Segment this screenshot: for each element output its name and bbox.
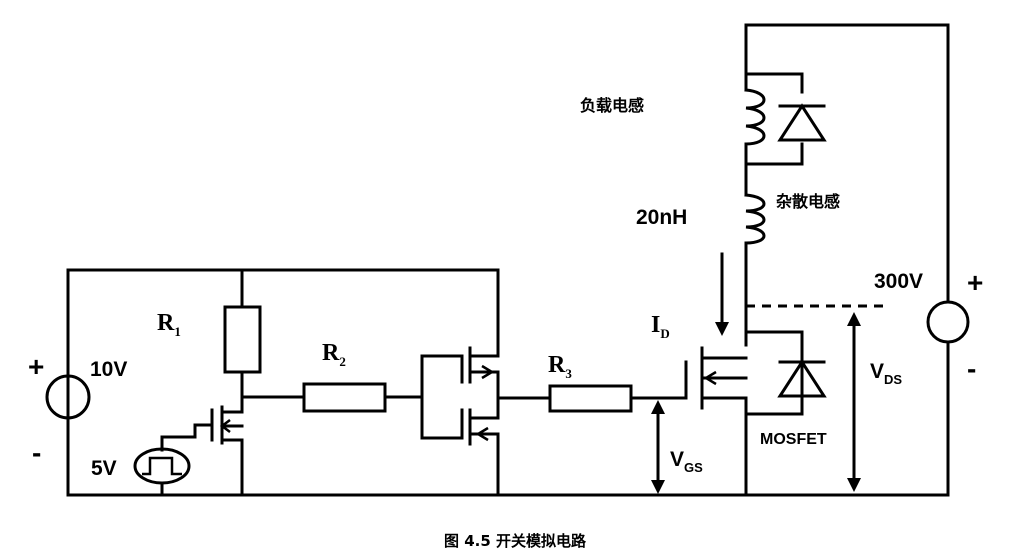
label-r2: R2	[322, 340, 346, 369]
label-stray-inductance: 杂散电感	[776, 192, 840, 211]
mosfet-small	[160, 395, 244, 497]
label-id: ID	[651, 312, 670, 341]
stray-inductor	[744, 193, 766, 252]
totem-pole-driver	[420, 346, 500, 497]
source-10v	[45, 358, 91, 442]
vgs-indicator	[651, 400, 665, 494]
label-mosfet: MOSFET	[760, 431, 827, 448]
label-300v: 300V	[874, 270, 923, 293]
vds-indicator	[746, 304, 886, 492]
body-diode	[777, 342, 827, 406]
pulse-source-5v	[133, 447, 191, 497]
label-5v: 5V	[91, 457, 117, 480]
wires	[66, 23, 950, 497]
label-vds: VDS	[870, 360, 902, 387]
label-r1: R1	[157, 310, 181, 339]
load-inductor	[744, 72, 827, 166]
id-arrow	[715, 252, 729, 336]
resistor-r1	[223, 268, 262, 399]
minus-10v: -	[32, 437, 41, 468]
resistor-r2	[302, 382, 424, 413]
main-mosfet	[700, 330, 804, 416]
plus-10v: +	[28, 351, 44, 382]
plus-300v: +	[967, 267, 983, 298]
label-20nh: 20nH	[636, 206, 687, 229]
figure-caption: 图 4.5 开关模拟电路	[444, 532, 587, 550]
label-r3: R3	[548, 352, 572, 381]
label-10v: 10V	[90, 358, 127, 381]
minus-300v: -	[967, 353, 976, 384]
label-vgs: VGS	[670, 448, 703, 475]
source-300v	[926, 300, 970, 344]
label-load-inductance: 负载电感	[580, 96, 644, 115]
resistor-r3	[548, 360, 688, 413]
